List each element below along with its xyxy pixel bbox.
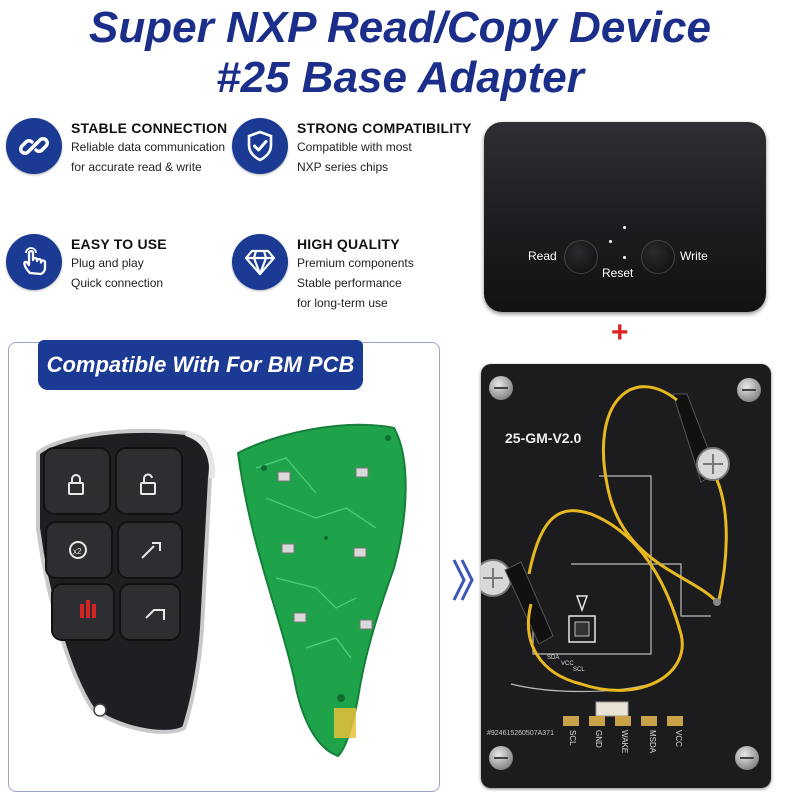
shield-check-icon xyxy=(232,118,288,174)
feature-line: NXP series chips xyxy=(297,160,389,174)
programmer-device: Read Reset Write xyxy=(484,122,766,312)
screw xyxy=(489,746,513,770)
feature-high-quality: HIGH QUALITY Premium components Stable p… xyxy=(232,234,414,313)
arrow-down-icon xyxy=(575,595,589,613)
feature-line: Stable performance xyxy=(297,276,402,290)
green-pcb xyxy=(236,423,407,758)
board-serial: #924615260507A371 xyxy=(487,730,554,737)
feature-line: Compatible with most xyxy=(297,140,412,154)
feature-stable-connection: STABLE CONNECTION Reliable data communic… xyxy=(6,118,227,177)
adapter-board-graphics xyxy=(481,385,730,726)
screw xyxy=(737,378,761,402)
chain-link-icon xyxy=(6,118,62,174)
chevron-right-icon xyxy=(452,559,474,601)
chip-footprint xyxy=(568,615,596,643)
chip-pin-scl: SCL xyxy=(573,667,585,673)
plus-sign: + xyxy=(611,316,629,349)
key-fob-and-pcb-illustration: x2 xyxy=(36,423,407,758)
feature-title: STRONG COMPATIBILITY xyxy=(297,120,472,136)
reset-hole xyxy=(623,256,626,259)
read-label: Read xyxy=(528,249,557,263)
diamond-icon xyxy=(232,234,288,290)
chip-pin-sda: SDA xyxy=(547,655,560,661)
indicator-led xyxy=(609,240,612,243)
probe-clamp-top xyxy=(672,393,730,483)
feature-line: Premium components xyxy=(297,256,414,270)
yellow-wires xyxy=(526,385,728,692)
feature-title: HIGH QUALITY xyxy=(297,236,400,252)
write-label: Write xyxy=(680,249,708,263)
chip-pin-vcc: VCC xyxy=(561,661,574,667)
svg-text:x2: x2 xyxy=(73,547,82,556)
feature-easy-to-use: EASY TO USE Plug and play Quick connecti… xyxy=(6,234,167,293)
page-title-line2: #25 Base Adapter xyxy=(216,53,584,102)
compatible-banner: Compatible With For BM PCB xyxy=(38,340,363,390)
feature-line: Reliable data communication xyxy=(71,140,226,154)
reset-label: Reset xyxy=(602,266,634,280)
feature-title: EASY TO USE xyxy=(71,236,167,252)
screw xyxy=(735,746,759,770)
probe-clamp-left xyxy=(481,559,554,645)
feature-title: STABLE CONNECTION xyxy=(71,120,228,136)
indicator-led xyxy=(623,226,626,229)
write-button[interactable] xyxy=(641,240,675,274)
read-button[interactable] xyxy=(564,240,598,274)
board-model: 25-GM-V2.0 xyxy=(505,430,582,446)
feature-line: Plug and play xyxy=(71,256,144,270)
hand-touch-icon xyxy=(6,234,62,290)
key-fob: x2 xyxy=(36,428,216,734)
screw xyxy=(489,376,513,400)
feature-strong-compatibility: STRONG COMPATIBILITY Compatible with mos… xyxy=(232,118,472,177)
page-title-line1: Super NXP Read/Copy Device xyxy=(89,3,711,52)
pin-connector xyxy=(595,701,629,717)
feature-line: for accurate read & write xyxy=(71,160,202,174)
feature-line: Quick connection xyxy=(71,276,164,290)
feature-line: for long-term use xyxy=(297,296,388,310)
